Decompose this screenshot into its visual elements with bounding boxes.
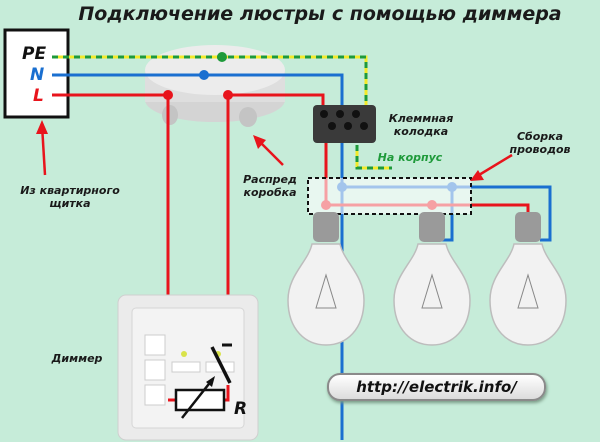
source-label-line-2: щитка (49, 196, 91, 210)
junction-box-label-line-2: коробка (243, 185, 297, 199)
resistor-variable-arrow (181, 379, 213, 419)
switch-lever (210, 346, 232, 384)
dimmer-wire-right (224, 385, 230, 402)
light-bulb-2 (393, 212, 471, 346)
light-bulb-3 (489, 212, 567, 346)
phase-dot-box (223, 90, 233, 100)
source-label: Из квартирного щитка (15, 184, 125, 210)
terminal-block-label-line-2: колодка (393, 124, 449, 138)
neutral-junction-dot (199, 70, 209, 80)
phase-dot-panel (163, 90, 173, 100)
assembly-arrowhead (470, 170, 484, 181)
diagram-title: Подключение люстры с помощью диммера (78, 3, 562, 25)
pe-junction-dot (217, 52, 227, 62)
terminal-block-label-line-1: Клеммная (388, 112, 454, 125)
terminal-block (313, 105, 376, 143)
light-bulbs (287, 212, 567, 346)
wire-assembly-label: Сборка проводов (505, 130, 575, 156)
resistor-arrowhead (206, 376, 215, 387)
junction-arrowhead (253, 135, 266, 149)
terminal-block-label: Клеммная колодка (386, 112, 456, 138)
wire-assembly-label-line-2: проводов (509, 142, 571, 156)
light-bulb-1 (287, 212, 365, 346)
website-url[interactable]: http://electrik.info/ (327, 373, 546, 401)
resistor-label: R (234, 399, 247, 419)
panel-label-n: N (30, 65, 44, 85)
junction-box-label: Распред коробка (240, 173, 300, 199)
junction-box-label-line-1: Распред (243, 173, 297, 186)
source-label-line-1: Из квартирного (20, 184, 120, 197)
resistor-symbol (174, 388, 226, 412)
panel-label-l: L (33, 86, 44, 106)
panel-label-pe: PE (22, 44, 46, 64)
pe-wire (52, 55, 392, 170)
wire-assembly-label-line-1: Сборка (516, 130, 564, 143)
source-arrowhead (36, 120, 48, 134)
dimmer-label: Диммер (51, 352, 103, 365)
ground-label: На корпус (377, 151, 443, 164)
wire-assembly-box (307, 177, 472, 215)
